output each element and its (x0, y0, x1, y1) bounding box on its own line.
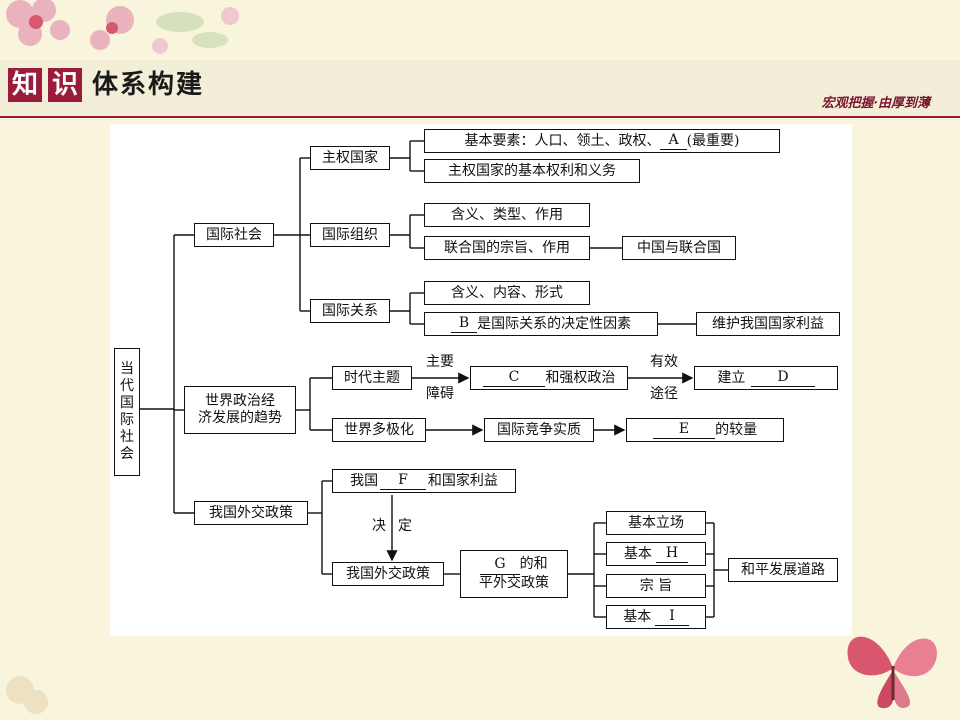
label-effective-way: 有效 (650, 354, 678, 370)
node-our-foreign-policy: 我国外交政策 (332, 562, 444, 586)
node-contest-e: E 的较量 (626, 418, 784, 442)
node-peaceful-dev: 和平发展道路 (728, 558, 838, 582)
text: 是国际关系的决定性因素 (477, 315, 632, 332)
flower-decoration-icon (6, 676, 48, 714)
root-char: 社 (120, 429, 134, 446)
node-basic-elements: 基本要素：人口、领土、政权、 A (最重要) (424, 129, 780, 153)
text: 和强权政治 (545, 369, 616, 386)
node-china-un: 中国与联合国 (622, 236, 736, 260)
label-decides: 定 (398, 518, 412, 534)
text: 我国 (350, 472, 379, 489)
text: 基本 (623, 608, 652, 625)
node-intl-relations: 国际关系 (310, 299, 390, 323)
blank-g: G (480, 556, 520, 575)
section-banner: 知 识 体系构建 宏观把握·由厚到薄 (0, 60, 960, 118)
root-char: 代 (120, 377, 134, 394)
blank-b: B (450, 315, 478, 333)
text: 基本要素：人口、领土、政权、 (464, 132, 661, 149)
node-safeguard: 维护我国国家利益 (696, 312, 840, 336)
root-node: 当 代 国 际 社 会 (114, 348, 140, 476)
node-rights-duties: 主权国家的基本权利和义务 (424, 159, 640, 183)
flower-decoration-icon (6, 0, 239, 54)
title-char-box: 识 (48, 68, 82, 102)
text: (最重要) (686, 132, 740, 149)
blank-f: F (380, 472, 426, 490)
node-world-trend-line: 济发展的趋势 (198, 410, 282, 426)
concept-map: 当 代 国 际 社 会 国际社会 世界政治经 济发展的趋势 我国外交政策 主权国… (110, 124, 852, 636)
node-theme-of-era: 时代主题 (332, 366, 412, 390)
node-world-trend: 世界政治经 济发展的趋势 (184, 386, 296, 434)
node-hegemony: C 和强权政治 (470, 366, 628, 390)
page-subtitle: 宏观把握·由厚到薄 (821, 96, 930, 111)
blank-c: C (482, 369, 546, 387)
node-rel-meaning: 含义、内容、形式 (424, 281, 590, 305)
label-main-obstacle: 障碍 (426, 386, 454, 402)
text: 基本 (623, 545, 652, 562)
node-basic-h: 基本 H (606, 542, 706, 566)
node-multipolar: 世界多极化 (332, 418, 426, 442)
node-competition: 国际竞争实质 (484, 418, 594, 442)
root-char: 际 (120, 412, 134, 428)
root-char: 当 (120, 360, 134, 377)
connector-lines (140, 140, 728, 618)
node-foreign-policy: 我国外交政策 (194, 501, 308, 525)
page-title: 体系构建 (92, 70, 205, 100)
root-char: 会 (120, 446, 134, 463)
node-un-purpose: 联合国的宗旨、作用 (424, 236, 590, 260)
title-char-box: 知 (8, 68, 42, 102)
blank-a: A (660, 132, 687, 150)
blank-e: E (652, 421, 716, 439)
node-establish-d: 建立 D (694, 366, 838, 390)
blank-i: I (655, 608, 689, 626)
node-purpose: 宗 旨 (606, 574, 706, 598)
butterfly-icon (847, 636, 937, 709)
text: 和国家利益 (427, 472, 498, 489)
node-international-society: 国际社会 (194, 223, 274, 247)
text: 建立 (717, 369, 746, 386)
node-our-country-f: 我国 F 和国家利益 (332, 469, 516, 493)
text: 的和 (519, 556, 548, 573)
root-char: 国 (120, 394, 134, 411)
blank-d: D (751, 369, 815, 387)
node-rel-decisive: B 是国际关系的决定性因素 (424, 312, 658, 336)
node-world-trend-line: 世界政治经 (205, 392, 275, 409)
text: 的较量 (715, 421, 758, 438)
node-g-line: 平外交政策 (479, 574, 549, 591)
blank-h: H (655, 545, 689, 563)
label-main-obstacle: 主要 (426, 354, 454, 370)
label-decides: 决 (372, 518, 386, 534)
node-basic-i: 基本 I (606, 605, 706, 629)
node-org-meaning: 含义、类型、作用 (424, 203, 590, 227)
label-effective-way: 途径 (650, 386, 678, 402)
node-basic-stance: 基本立场 (606, 511, 706, 535)
node-intl-org: 国际组织 (310, 223, 390, 247)
node-sovereign-state: 主权国家 (310, 146, 390, 170)
